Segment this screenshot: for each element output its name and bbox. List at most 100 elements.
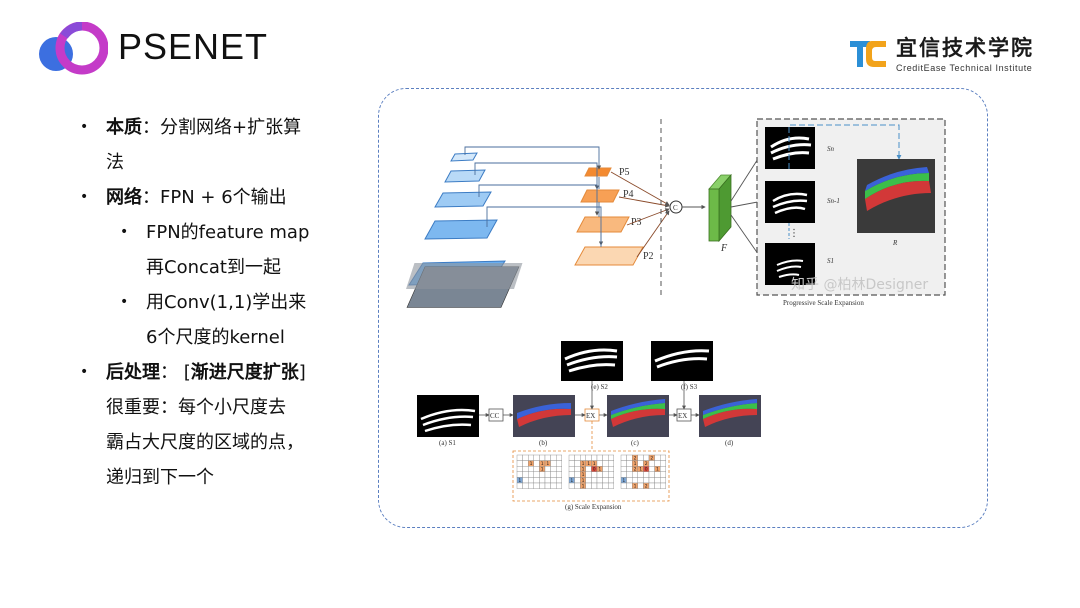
bullet-text: 分割网络+扩张算 bbox=[160, 117, 302, 138]
grid-cell bbox=[607, 454, 614, 461]
grid-cell-label: 2 bbox=[634, 455, 637, 461]
grid-cell bbox=[602, 454, 609, 461]
caption-b: (b) bbox=[539, 439, 548, 447]
grid-cell bbox=[654, 482, 661, 489]
grid-cell bbox=[555, 477, 562, 484]
grid-cell bbox=[533, 466, 540, 473]
bullet-separator: ： bbox=[142, 187, 160, 208]
bullet-text: 法 bbox=[106, 152, 124, 173]
grid-cell bbox=[620, 471, 627, 478]
grid-cell bbox=[527, 454, 534, 461]
grid-cell bbox=[607, 482, 614, 489]
grid-cell-label: 1 bbox=[518, 478, 521, 484]
grid-cell-label: 1 bbox=[587, 461, 590, 467]
grid-cell bbox=[544, 482, 551, 489]
grid-cell bbox=[527, 471, 534, 478]
grid-cell bbox=[626, 477, 633, 484]
grid-cell bbox=[527, 482, 534, 489]
grid-cell bbox=[648, 460, 655, 467]
grid-cell bbox=[585, 482, 592, 489]
grid-cell bbox=[631, 477, 638, 484]
p-label: P5 bbox=[619, 167, 630, 178]
fpn-connections bbox=[464, 146, 604, 247]
ex-label: EX bbox=[678, 412, 687, 420]
grid-cell bbox=[516, 454, 523, 461]
p-label: P2 bbox=[643, 251, 654, 262]
caption-c: (c) bbox=[631, 439, 639, 447]
watermark: 知乎 @柏林Designer bbox=[791, 276, 928, 293]
sub-bullet-item: 用Conv(1,1)学出来 6个尺度的kernel bbox=[74, 285, 344, 355]
grid-cell bbox=[568, 454, 575, 461]
grid-cell bbox=[555, 471, 562, 478]
grid-cell bbox=[596, 460, 603, 467]
grid-cell bbox=[555, 460, 562, 467]
grid-cell bbox=[544, 471, 551, 478]
feature-f-block bbox=[708, 173, 732, 243]
grid-cell bbox=[574, 460, 581, 467]
grid-cell-label: 2 bbox=[634, 467, 637, 473]
caption-e: (e) S2 bbox=[591, 383, 608, 391]
grid-cell-label: 1 bbox=[541, 461, 544, 467]
grid-cell bbox=[585, 471, 592, 478]
grid-cell bbox=[643, 471, 650, 478]
grid-cell-label: 1 bbox=[593, 461, 596, 467]
grid-cell bbox=[539, 471, 546, 478]
s-label: S1 bbox=[827, 257, 834, 265]
grid-cell bbox=[568, 460, 575, 467]
bullet-separator: ： bbox=[142, 117, 160, 138]
grid-cell bbox=[568, 471, 575, 478]
grid-cell bbox=[660, 471, 667, 478]
grid-cell-label: 1 bbox=[541, 467, 544, 473]
grid-cell bbox=[527, 477, 534, 484]
grid-cell bbox=[550, 454, 557, 461]
page-title: PSENET bbox=[118, 26, 269, 67]
grid-cell bbox=[544, 466, 551, 473]
grid-cell bbox=[626, 466, 633, 473]
bullet-item: 网络：FPN + 6个输出 bbox=[74, 180, 344, 215]
bullet-text: 霸占大尺度的区域的点， bbox=[106, 432, 304, 453]
grid-cell bbox=[550, 477, 557, 484]
grid-cell bbox=[574, 477, 581, 484]
bullet-text: FPN的feature map bbox=[146, 222, 310, 243]
grid-cell bbox=[648, 482, 655, 489]
grid-cell bbox=[626, 482, 633, 489]
grid-cell bbox=[626, 454, 633, 461]
grid-cell-label: 2 bbox=[645, 461, 648, 467]
pse-caption: Progressive Scale Expansion bbox=[783, 299, 864, 307]
grid-cell bbox=[574, 482, 581, 489]
grid-cell bbox=[654, 460, 661, 467]
bullet-item: 本质：分割网络+扩张算 法 bbox=[74, 110, 344, 180]
bullet-item: 后处理： [渐进尺度扩张] 很重要：每个小尺度去 霸占大尺度的区域的点， 递归到… bbox=[74, 355, 344, 495]
grid-cell bbox=[660, 482, 667, 489]
grid-cell bbox=[591, 454, 598, 461]
grid-cell bbox=[522, 477, 529, 484]
grid-cell bbox=[544, 477, 551, 484]
grid-cell bbox=[550, 466, 557, 473]
s-label: Sn bbox=[827, 145, 835, 153]
bullet-label: 网络 bbox=[106, 187, 142, 208]
grid-cell bbox=[626, 460, 633, 467]
grid-cell bbox=[555, 454, 562, 461]
grid-cell bbox=[522, 454, 529, 461]
grid-cell bbox=[568, 466, 575, 473]
grid-cell bbox=[596, 471, 603, 478]
bullet-text: 递归到下一个 bbox=[106, 467, 214, 488]
grid-cell bbox=[602, 482, 609, 489]
grid-cell-label: 1 bbox=[582, 483, 585, 489]
grid-cell bbox=[533, 471, 540, 478]
p-label: P4 bbox=[623, 189, 634, 200]
grid-cell bbox=[602, 471, 609, 478]
grid-cell bbox=[654, 454, 661, 461]
result-image bbox=[857, 159, 935, 233]
grid-cell bbox=[550, 471, 557, 478]
cc-label: CC bbox=[490, 412, 500, 420]
s-label: Sn-1 bbox=[827, 197, 840, 205]
grid-cell bbox=[620, 482, 627, 489]
grid-cell-label: 1 bbox=[598, 467, 601, 473]
grid-cell bbox=[522, 471, 529, 478]
bullet-text: 再Concat到一起 bbox=[146, 257, 281, 278]
grid-cell-label: 2 bbox=[645, 483, 648, 489]
grid-cell-label: 1 bbox=[634, 461, 637, 467]
grid-cell-label: 0 bbox=[593, 467, 596, 473]
